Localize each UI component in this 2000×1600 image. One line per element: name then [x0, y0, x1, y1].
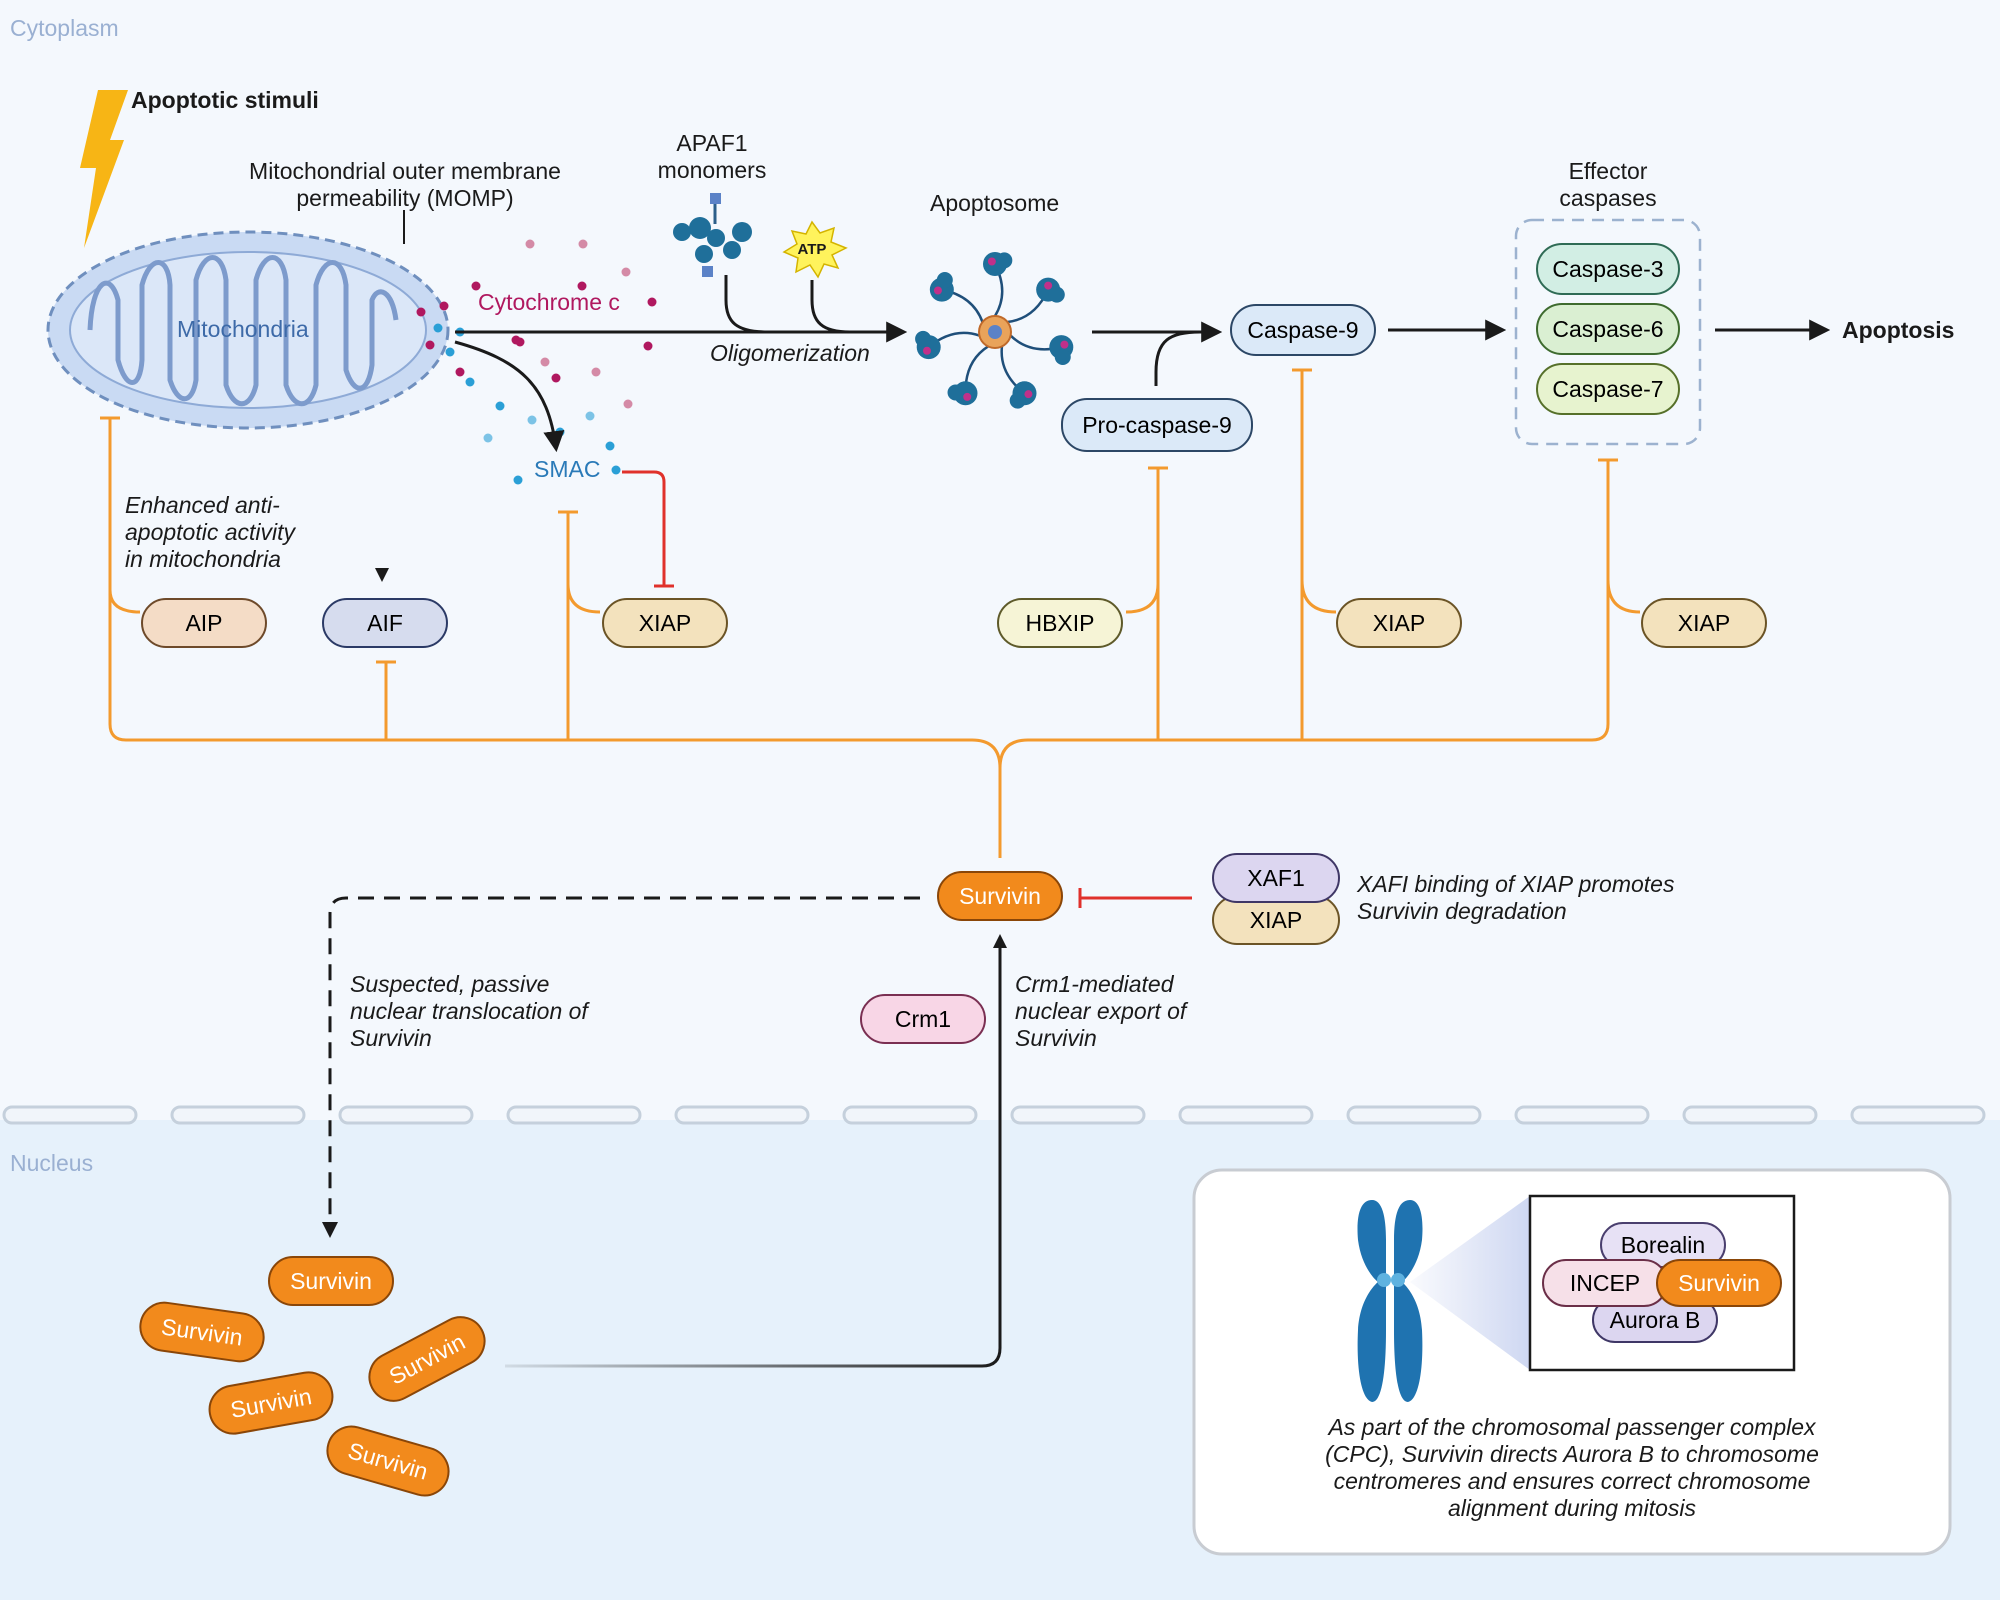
survivin-inhibition-network — [108, 370, 1641, 858]
nuclear-translocation-path — [328, 896, 920, 1234]
incep-pill: INCEP — [1542, 1259, 1668, 1307]
nuclear-membrane — [2, 1105, 1986, 1125]
aif-pill: AIF — [322, 598, 448, 648]
pro-caspase-9-pill: Pro-caspase-9 — [1061, 398, 1253, 452]
export-arrowhead — [993, 934, 1007, 948]
caspase-7-pill: Caspase-7 — [1536, 363, 1680, 415]
atp-join-line — [810, 280, 851, 334]
apoptosome-label: Apoptosome — [930, 190, 1060, 216]
oligomerization-label: Oligomerization — [710, 340, 870, 366]
xiap-smac-pill: XIAP — [602, 598, 728, 648]
hbxip-pill: HBXIP — [997, 598, 1123, 648]
cpc-description: As part of the chromosomal passenger com… — [1325, 1414, 1819, 1521]
xaf1-pill: XAF1 — [1212, 853, 1340, 903]
released-particles — [416, 239, 657, 485]
apaf1-join-line — [724, 275, 769, 334]
apoptosis-label: Apoptosis — [1842, 317, 1955, 343]
atp-icon — [782, 220, 848, 279]
xiap-effector-pill: XIAP — [1641, 598, 1767, 648]
aif-arrowhead — [375, 568, 389, 582]
smac-release-arrow — [454, 340, 565, 453]
cpc-survivin-pill: Survivin — [1656, 1259, 1782, 1307]
cytochrome-c-label: Cytochrome c — [478, 289, 620, 315]
mitochondria-label: Mitochondria — [177, 316, 309, 342]
nucleus-label: Nucleus — [10, 1150, 94, 1176]
aurora-b-pill: Aurora B — [1592, 1297, 1718, 1343]
aip-pill: AIP — [141, 598, 267, 648]
caspase-3-pill: Caspase-3 — [1536, 243, 1680, 295]
xiap-smac-inhibition — [622, 470, 666, 586]
translocation-arrowhead — [322, 1222, 338, 1238]
caspase-6-pill: Caspase-6 — [1536, 303, 1680, 355]
effector-caspases-box — [1514, 218, 1702, 446]
xiap-complex-pill: XIAP — [1212, 895, 1340, 945]
nuclear-survivin: Survivin — [268, 1256, 394, 1306]
inhibition-bars — [100, 368, 1618, 664]
atp-label: ATP — [797, 241, 827, 258]
cytoplasm-label: Cytoplasm — [10, 15, 119, 41]
apoptosome-icon — [915, 252, 1074, 409]
mitochondria-icon — [46, 230, 450, 430]
crm1-pill: Crm1 — [860, 994, 986, 1044]
xiap-caspase9-pill: XIAP — [1336, 598, 1462, 648]
nuclear-export-path — [505, 942, 1002, 1368]
survivin-main-pill: Survivin — [937, 871, 1063, 921]
apoptotic-stimuli-label: Apoptotic stimuli — [131, 87, 319, 113]
lightning-icon — [80, 90, 128, 248]
chromosome-icon — [1357, 1200, 1423, 1402]
apaf1-monomers-icon — [673, 193, 752, 277]
caspase-9-pill: Caspase-9 — [1230, 304, 1376, 356]
zoom-cone — [1410, 1196, 1530, 1370]
procaspase9-join-line — [1154, 330, 1201, 386]
smac-label: SMAC — [534, 456, 601, 482]
